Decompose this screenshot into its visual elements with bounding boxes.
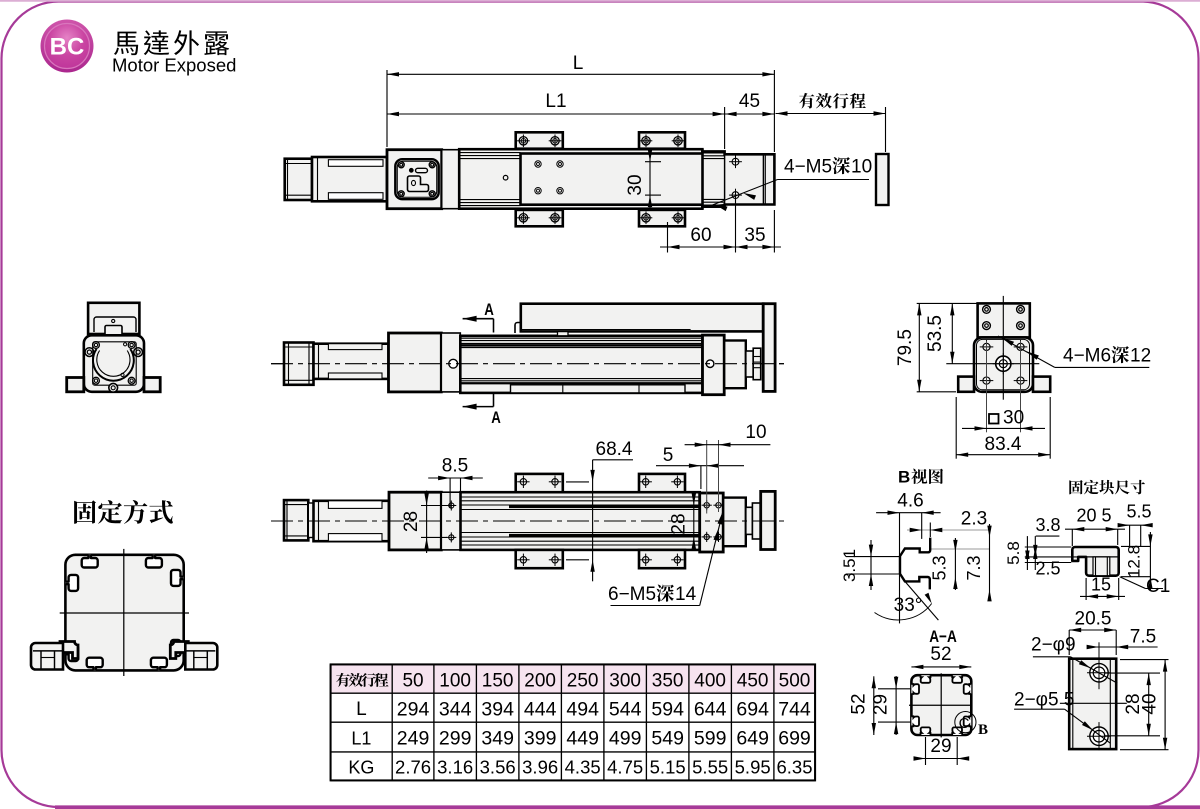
svg-text:250: 250 (567, 671, 599, 692)
svg-text:2.3: 2.3 (961, 509, 987, 530)
svg-text:599: 599 (694, 728, 727, 750)
svg-text:L: L (356, 699, 367, 720)
svg-text:7.3: 7.3 (964, 555, 984, 580)
svg-text:60: 60 (690, 225, 711, 246)
svg-text:4.6: 4.6 (897, 491, 923, 512)
svg-text:10: 10 (851, 157, 872, 178)
svg-text:294: 294 (397, 699, 430, 721)
svg-text:35: 35 (744, 225, 765, 246)
svg-text:644: 644 (694, 699, 727, 721)
svg-text:30: 30 (1003, 408, 1024, 429)
svg-text:BC: BC (50, 34, 85, 61)
svg-text:694: 694 (736, 699, 769, 721)
svg-text:14: 14 (675, 584, 697, 605)
svg-text:4.35: 4.35 (565, 757, 601, 778)
svg-text:350: 350 (652, 671, 684, 692)
svg-text:444: 444 (524, 699, 557, 721)
svg-text:52: 52 (930, 644, 951, 665)
svg-text:4−M5: 4−M5 (784, 157, 832, 178)
svg-text:6.35: 6.35 (776, 757, 812, 778)
svg-text:33°: 33° (894, 595, 923, 616)
svg-text:5.15: 5.15 (650, 757, 686, 778)
svg-text:5.95: 5.95 (735, 757, 771, 778)
svg-text:399: 399 (524, 728, 557, 750)
svg-text:699: 699 (778, 728, 811, 750)
svg-text:20.5: 20.5 (1075, 609, 1112, 630)
svg-text:500: 500 (779, 671, 811, 692)
svg-text:B: B (978, 722, 988, 738)
svg-text:744: 744 (778, 699, 811, 721)
svg-text:12.8: 12.8 (1125, 545, 1144, 578)
svg-text:3.96: 3.96 (522, 757, 558, 778)
svg-text:A: A (484, 301, 494, 320)
svg-text:15: 15 (1091, 575, 1111, 595)
svg-text:400: 400 (694, 671, 726, 692)
svg-text:28: 28 (669, 513, 690, 534)
svg-text:300: 300 (609, 671, 641, 692)
svg-text:3.51: 3.51 (840, 549, 859, 582)
svg-text:5.55: 5.55 (692, 757, 728, 778)
svg-text:Motor Exposed: Motor Exposed (112, 55, 236, 76)
svg-text:549: 549 (651, 728, 684, 750)
svg-text:12: 12 (1130, 346, 1151, 367)
svg-text:4.75: 4.75 (607, 757, 643, 778)
svg-text:6−M5: 6−M5 (608, 584, 656, 605)
svg-text:5.3: 5.3 (930, 555, 950, 580)
svg-text:299: 299 (439, 728, 472, 750)
svg-text:52: 52 (849, 693, 870, 714)
svg-text:5.5: 5.5 (1126, 501, 1151, 521)
svg-text:349: 349 (481, 728, 514, 750)
svg-text:29: 29 (930, 736, 951, 757)
svg-text:28: 28 (1123, 693, 1144, 714)
svg-text:450: 450 (737, 671, 769, 692)
svg-text:3.56: 3.56 (480, 757, 516, 778)
svg-text:20 5: 20 5 (1076, 505, 1111, 525)
svg-text:C1: C1 (1146, 576, 1170, 597)
svg-text:29: 29 (871, 694, 892, 715)
svg-text:C: C (959, 715, 970, 732)
svg-text:200: 200 (524, 671, 556, 692)
svg-text:50: 50 (402, 671, 423, 692)
svg-text:544: 544 (609, 699, 642, 721)
svg-text:L1: L1 (545, 91, 566, 112)
svg-text:2−φ9: 2−φ9 (1031, 635, 1076, 656)
svg-text:449: 449 (566, 728, 599, 750)
svg-text:79.5: 79.5 (895, 329, 916, 366)
svg-text:249: 249 (397, 728, 430, 750)
svg-text:A: A (491, 409, 501, 428)
svg-text:394: 394 (481, 699, 514, 721)
svg-text:100: 100 (439, 671, 471, 692)
svg-text:30: 30 (625, 174, 646, 195)
svg-text:494: 494 (566, 699, 599, 721)
svg-text:L: L (573, 53, 584, 74)
svg-text:3.16: 3.16 (437, 757, 473, 778)
svg-text:83.4: 83.4 (985, 434, 1022, 455)
svg-text:53.5: 53.5 (925, 315, 946, 352)
svg-text:68.4: 68.4 (596, 439, 633, 460)
svg-text:7.5: 7.5 (1130, 626, 1156, 647)
svg-text:594: 594 (651, 699, 684, 721)
svg-text:28: 28 (401, 511, 422, 532)
svg-text:649: 649 (736, 728, 769, 750)
svg-text:5.8: 5.8 (1004, 541, 1023, 565)
svg-text:2−φ5 5: 2−φ5 5 (1014, 690, 1074, 711)
svg-text:B: B (898, 468, 910, 487)
svg-text:A−A: A−A (929, 628, 957, 647)
svg-text:5: 5 (663, 445, 674, 466)
svg-text:150: 150 (482, 671, 514, 692)
svg-text:L1: L1 (351, 729, 371, 749)
svg-text:3.8: 3.8 (1035, 515, 1060, 535)
svg-text:2.5: 2.5 (1035, 559, 1060, 579)
svg-text:344: 344 (439, 699, 472, 721)
svg-text:4−M6: 4−M6 (1063, 346, 1111, 367)
svg-text:40: 40 (1140, 693, 1161, 714)
svg-text:8.5: 8.5 (442, 456, 468, 477)
svg-text:45: 45 (739, 91, 760, 112)
svg-text:10: 10 (745, 422, 766, 443)
svg-text:KG: KG (348, 758, 374, 778)
svg-text:2.76: 2.76 (395, 757, 431, 778)
svg-text:499: 499 (609, 728, 642, 750)
